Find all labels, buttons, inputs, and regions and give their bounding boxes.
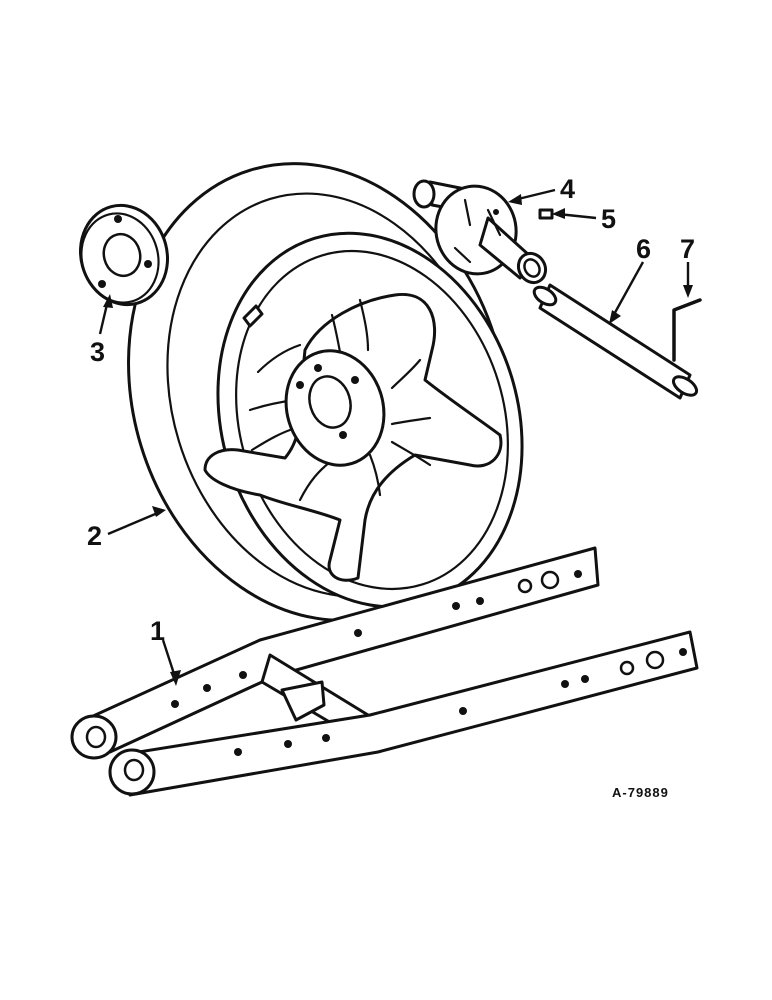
callout-leaders — [98, 188, 693, 686]
callout-3: 3 — [90, 337, 105, 367]
axle-shaft-end-left — [532, 285, 558, 307]
axle-shaft-body — [538, 283, 692, 400]
hub-plate — [78, 203, 170, 307]
axle-shaft-end-right — [671, 375, 699, 397]
frame-hole — [540, 570, 560, 590]
hub-plate-hole — [144, 260, 152, 268]
frame-hole — [619, 660, 635, 676]
disc-ribs — [248, 298, 432, 502]
leader-5-arrowhead — [552, 208, 565, 219]
frame-hole — [645, 650, 665, 670]
frame-hole — [171, 700, 179, 708]
callout-4: 4 — [560, 174, 575, 204]
leader-6 — [610, 261, 645, 319]
frame-hole — [574, 570, 582, 578]
axle-shaft — [532, 283, 699, 400]
spindle-stub-end — [412, 179, 436, 209]
front-arm-eye-hole — [123, 758, 145, 782]
wheel-and-tire — [127, 162, 524, 622]
frame-hole — [517, 578, 533, 594]
leader-7-arrowhead — [683, 285, 693, 298]
bracket-screw-hole — [493, 209, 499, 215]
frame-hole — [581, 675, 589, 683]
hub-bolt-hole — [296, 381, 304, 389]
set-screw — [538, 208, 554, 220]
leader-4-arrowhead — [508, 194, 522, 205]
callout-6: 6 — [636, 234, 651, 264]
frame-hole — [476, 597, 484, 605]
frame-hole — [203, 684, 211, 692]
hitch-bracket — [280, 680, 326, 722]
hub-bolt-hole — [314, 364, 322, 372]
frame-front-arm — [118, 630, 699, 797]
frame-hole — [561, 680, 569, 688]
leader-2-arrowhead — [152, 506, 166, 517]
bracket-detail — [453, 198, 502, 264]
hub-plate-rim — [80, 212, 160, 304]
frame-hole — [239, 671, 247, 679]
frame-hole — [452, 602, 460, 610]
leader-3-arrowhead — [103, 294, 113, 308]
leader-1-arrowhead — [170, 670, 181, 686]
hub-bolt-hole — [339, 431, 347, 439]
frame-hole — [284, 740, 292, 748]
frame-hole — [322, 734, 330, 742]
frame-hole — [459, 707, 467, 715]
leader-6-arrowhead — [609, 310, 621, 324]
allen-wrench-body — [672, 298, 702, 362]
drawbar-frame — [70, 546, 699, 797]
hub-plate-hole — [98, 280, 106, 288]
hub-bolt-hole — [351, 376, 359, 384]
frame-hole — [679, 648, 687, 656]
hub-plate-hole — [114, 215, 122, 223]
frame-hole — [234, 748, 242, 756]
callout-2: 2 — [87, 521, 102, 551]
leader-2 — [107, 510, 161, 536]
rear-arm-eye-hole — [85, 725, 107, 749]
hub-plate-bore — [102, 232, 142, 278]
callout-7: 7 — [680, 234, 695, 264]
allen-wrench — [672, 298, 702, 362]
set-screw-body — [538, 208, 554, 220]
axle-spindle-bracket — [412, 179, 548, 285]
spindle-shaft-bore — [523, 258, 541, 278]
frame-hole — [354, 629, 362, 637]
drawing-reference-code: A-79889 — [612, 785, 669, 800]
valve-stem — [242, 304, 264, 328]
callout-1: 1 — [150, 616, 165, 646]
callout-5: 5 — [601, 204, 616, 234]
hub-center-bore — [308, 375, 352, 429]
